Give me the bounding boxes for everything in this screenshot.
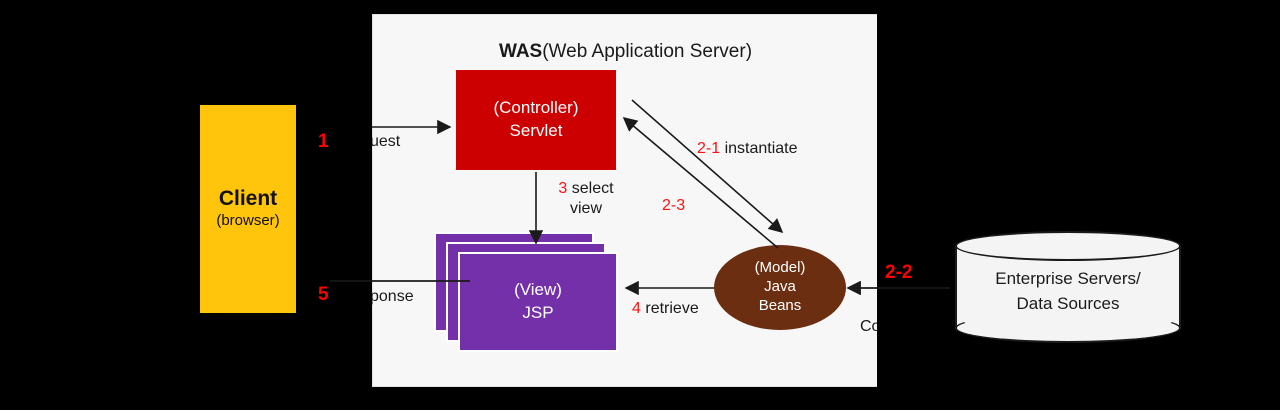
was-title-rest: (Web Application Server) xyxy=(542,41,753,62)
label-request: uest xyxy=(370,132,400,152)
model-tech-label-2: Beans xyxy=(758,296,802,314)
mask-right xyxy=(877,0,955,410)
label-instantiate-num: 2-1 xyxy=(697,140,721,157)
label-select-view-text: select view xyxy=(569,180,614,217)
mask-top-right xyxy=(955,0,1181,231)
label-connect-text: Co xyxy=(860,318,881,335)
label-retrieve-text: retrieve xyxy=(645,300,699,317)
controller-node: (Controller) Servlet xyxy=(456,70,616,170)
was-panel-title: WAS(Web Application Server) xyxy=(373,41,878,63)
label-retrieve-num: 4 xyxy=(632,300,641,317)
controller-tech-label: Servlet xyxy=(509,121,563,140)
label-connect: Co xyxy=(860,317,880,337)
datasource-node: Enterprise Servers/ Data Sources xyxy=(955,231,1181,343)
was-title-bold: WAS xyxy=(498,41,543,62)
label-request-text: uest xyxy=(370,133,401,150)
step-number-response: 5 xyxy=(318,284,329,305)
label-select-view: 3 select view xyxy=(544,179,628,219)
view-tech-label: JSP xyxy=(522,303,554,322)
model-role-label: (Model) xyxy=(754,259,806,277)
label-response: ponse xyxy=(370,287,414,307)
label-retrieve: 4 retrieve xyxy=(632,299,699,319)
label-instantiate-text: instantiate xyxy=(724,140,798,157)
mask-left xyxy=(0,0,372,410)
mask-bottom-right xyxy=(955,343,1181,410)
datasource-label-line2: Data Sources xyxy=(1016,293,1120,313)
model-tech-label-1: Java xyxy=(764,278,796,296)
datasource-cylinder-top xyxy=(955,231,1181,261)
model-node: (Model) Java Beans xyxy=(714,245,846,330)
view-card-front: (View) JSP xyxy=(458,252,618,352)
step-number-request: 1 xyxy=(318,131,329,152)
datasource-cylinder-bottom xyxy=(955,313,1181,343)
datasource-label-line1: Enterprise Servers/ xyxy=(995,269,1141,288)
client-subtitle-label: (browser) xyxy=(216,212,280,230)
label-return-num: 2-3 xyxy=(662,197,686,214)
label-return: 2-3 xyxy=(662,196,685,216)
client-title-label: Client xyxy=(218,187,278,211)
view-node: (View) JSP xyxy=(434,232,624,352)
datasource-label: Enterprise Servers/ Data Sources xyxy=(955,267,1181,316)
client-node: Client (browser) xyxy=(200,105,296,313)
step-number-connect: 2-2 xyxy=(885,262,913,283)
controller-role-label: (Controller) xyxy=(493,98,579,118)
label-instantiate: 2-1 instantiate xyxy=(697,139,798,159)
mask-far-right xyxy=(1181,0,1280,410)
label-response-text: ponse xyxy=(370,288,414,305)
view-role-label: (View) xyxy=(514,280,562,300)
label-select-view-num: 3 xyxy=(558,180,568,197)
